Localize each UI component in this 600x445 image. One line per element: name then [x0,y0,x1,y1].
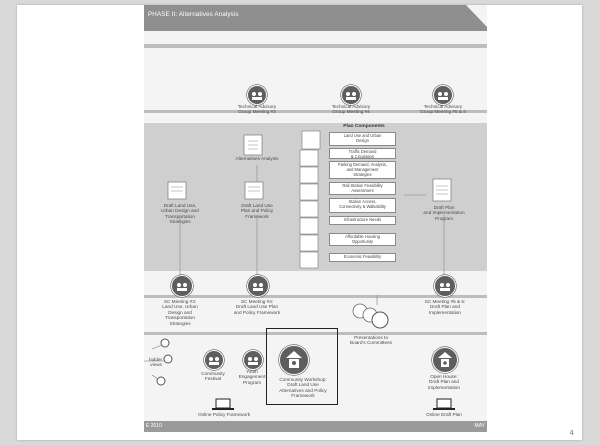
plan-component-item: Station Access, Connectivity & Walkabili… [329,198,396,213]
interview-node-icon [156,376,166,386]
presentations-label: Presentations to Board's Committees [349,335,393,346]
plan-component-item: Rail Station Feasibility Assessment [329,182,396,195]
laptop-icon [433,398,455,410]
plan-components-title: Plan Components [343,124,385,129]
steering-committee-icon [247,275,269,297]
timeline-document: PHASE II: Alternatives Analysis Technica… [144,5,487,432]
group-meeting-icon [433,85,453,105]
plan-component-item: Parking Demand, Analysis, and Management… [329,161,396,179]
tag-meeting-4-label: Technical Advisory Group Meeting #4 [331,104,371,115]
footer-year-label: E 2010 [146,423,162,429]
document-icon [167,181,187,200]
open-house-icon [432,347,458,373]
plan-component-item: Traffic Demand & Circulation [329,148,396,159]
group-meeting-icon [341,85,361,105]
tag-meeting-3-label: Technical Advisory Group Meeting #3 [237,104,277,115]
plan-component-item: Economic Feasibility [329,253,396,262]
document-icon [244,181,264,200]
workshop-highlight-box [266,328,338,405]
deliverable-draft-plan-label: Draft Plan and Implementation Program [423,205,465,221]
workshop-icon [279,345,309,375]
sc-meeting-5-6-label: SC Meeting #5 & 6: Draft Plan and Implem… [424,299,466,315]
phase-title: PHASE II: Alternatives Analysis [148,11,239,18]
footer-month-label: MAY [474,423,485,429]
alternatives-analysis-label: Alternatives Analysis [235,156,279,161]
deliverable-policy-label: Draft Land Use Plan and Policy Framework [240,203,274,219]
deliverable-partial-label: & s [144,204,151,215]
timeline-graphics [144,5,487,432]
youth-program-label: Youth Engagement Program [238,369,266,385]
stakeholder-interviews-label: holder views [148,357,162,368]
tag-meeting-5-6-label: Technical Advisory Group Meeting #5 & 6 [420,104,466,115]
page-number: 4 [569,429,574,437]
plan-component-item: Affordable Housing Opportunity [329,233,396,246]
youth-program-icon [243,350,263,370]
community-festival-icon [204,350,224,370]
workshop-label: Community Workshop: Draft Land Use Alter… [279,377,327,399]
deliverable-land-use-label: Draft Land Use, Urban Design and Transpo… [161,203,199,225]
timeline-line [144,44,487,48]
group-meeting-icon [247,85,267,105]
timeline-line [144,332,487,335]
timeline-line [144,295,487,298]
footer-band [144,421,487,432]
slide: PHASE II: Alternatives Analysis Technica… [17,5,582,440]
online-draft-plan-label: Online Draft Plan [426,412,462,417]
presentations-icon [352,303,389,329]
header-band [144,5,487,31]
steering-committee-icon [434,275,456,297]
community-festival-label: Community Festival [201,371,225,382]
laptop-icon [212,398,234,410]
timeline-line [144,110,487,113]
interview-node-icon [160,338,170,348]
sc-meeting-4-label: SC Meeting #4: Draft Land Use Plan and P… [233,299,281,315]
steering-committee-icon [171,275,193,297]
interview-node-icon [163,354,173,364]
plan-component-item: Land Use and Urban Design [329,132,396,146]
online-policy-framework-label: Online Policy Framework [197,412,251,417]
stacked-documents-icon [299,130,321,269]
plan-component-item: Infrastructure Needs [329,216,396,225]
open-house-label: Open House: Draft Plan and Implementatio… [427,374,461,390]
sc-meeting-3-label: SC Meeting #3: Land Use, Urban Design an… [162,299,198,326]
